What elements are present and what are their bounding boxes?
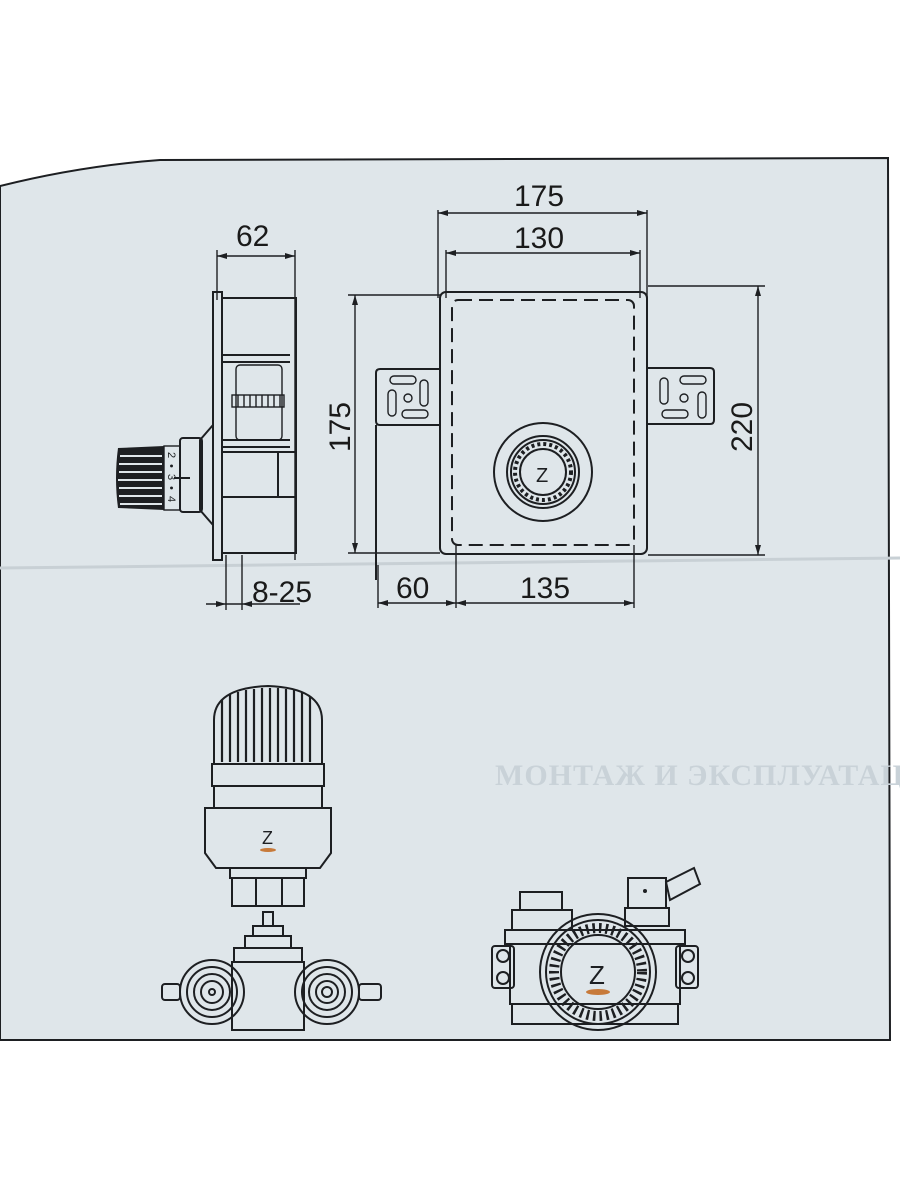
- arrow-icon: [755, 545, 761, 555]
- arrow-icon: [456, 600, 466, 606]
- logo-accent: [260, 848, 276, 852]
- dim-height-220: 220: [726, 402, 759, 452]
- dim-outer-width-175: 175: [514, 180, 564, 213]
- front-dial: Z: [493, 422, 593, 522]
- ghost-text: МОНТАЖ И ЭКСПЛУАТАЦИЯ: [495, 759, 900, 792]
- valve-body-detail: [161, 911, 382, 1031]
- dim-height-175: 175: [324, 402, 357, 452]
- box-inner-dashed: [451, 299, 635, 546]
- paper-sheet: [0, 156, 892, 1041]
- svg-text:3: 3: [165, 474, 177, 480]
- arrow-icon: [446, 250, 456, 256]
- mixing-valve-detail: Z: [491, 866, 702, 1031]
- front-dial-logo: Z: [536, 465, 548, 487]
- paper-fold-line: [0, 556, 900, 570]
- side-coil: [231, 394, 285, 408]
- dim-inner-width-130: 130: [514, 222, 564, 255]
- knob-scale: 2 • 3 • 4: [165, 452, 177, 502]
- arrow-icon: [630, 250, 640, 256]
- side-cone: [199, 424, 214, 526]
- svg-text:2: 2: [165, 452, 177, 458]
- valve-port-left: [161, 959, 245, 1025]
- mounting-ear-left: [375, 368, 440, 580]
- thermostat-logo: Z: [262, 828, 273, 848]
- side-box-body: [221, 297, 297, 554]
- arrow-icon: [352, 543, 358, 553]
- dim-adjust-8-25: 8-25: [252, 576, 312, 609]
- arrow-icon: [242, 601, 252, 607]
- side-insert: [235, 364, 283, 441]
- logo-accent: [586, 989, 610, 995]
- svg-text:•: •: [165, 464, 177, 468]
- arrow-icon: [216, 601, 226, 607]
- arrow-icon: [217, 253, 227, 259]
- arrow-icon: [438, 210, 448, 216]
- dim-box-width-135: 135: [520, 572, 570, 605]
- arrow-icon: [755, 286, 761, 296]
- arrow-icon: [352, 295, 358, 305]
- arrow-icon: [446, 600, 456, 606]
- side-view: 62: [116, 220, 312, 610]
- arrow-icon: [637, 210, 647, 216]
- mixing-valve-logo: Z: [589, 960, 605, 990]
- svg-text:4: 4: [165, 496, 177, 502]
- mounting-ear-right: [647, 367, 715, 425]
- arrow-icon: [285, 253, 295, 259]
- thermostat-head-detail: Z: [204, 684, 332, 907]
- svg-text:•: •: [165, 486, 177, 490]
- arrow-icon: [378, 600, 388, 606]
- arrow-icon: [624, 600, 634, 606]
- dim-offset-60: 60: [396, 572, 429, 605]
- valve-port-right: [294, 959, 382, 1025]
- dim-depth-62: 62: [236, 220, 269, 253]
- front-view: 175 130 175 220: [324, 180, 765, 608]
